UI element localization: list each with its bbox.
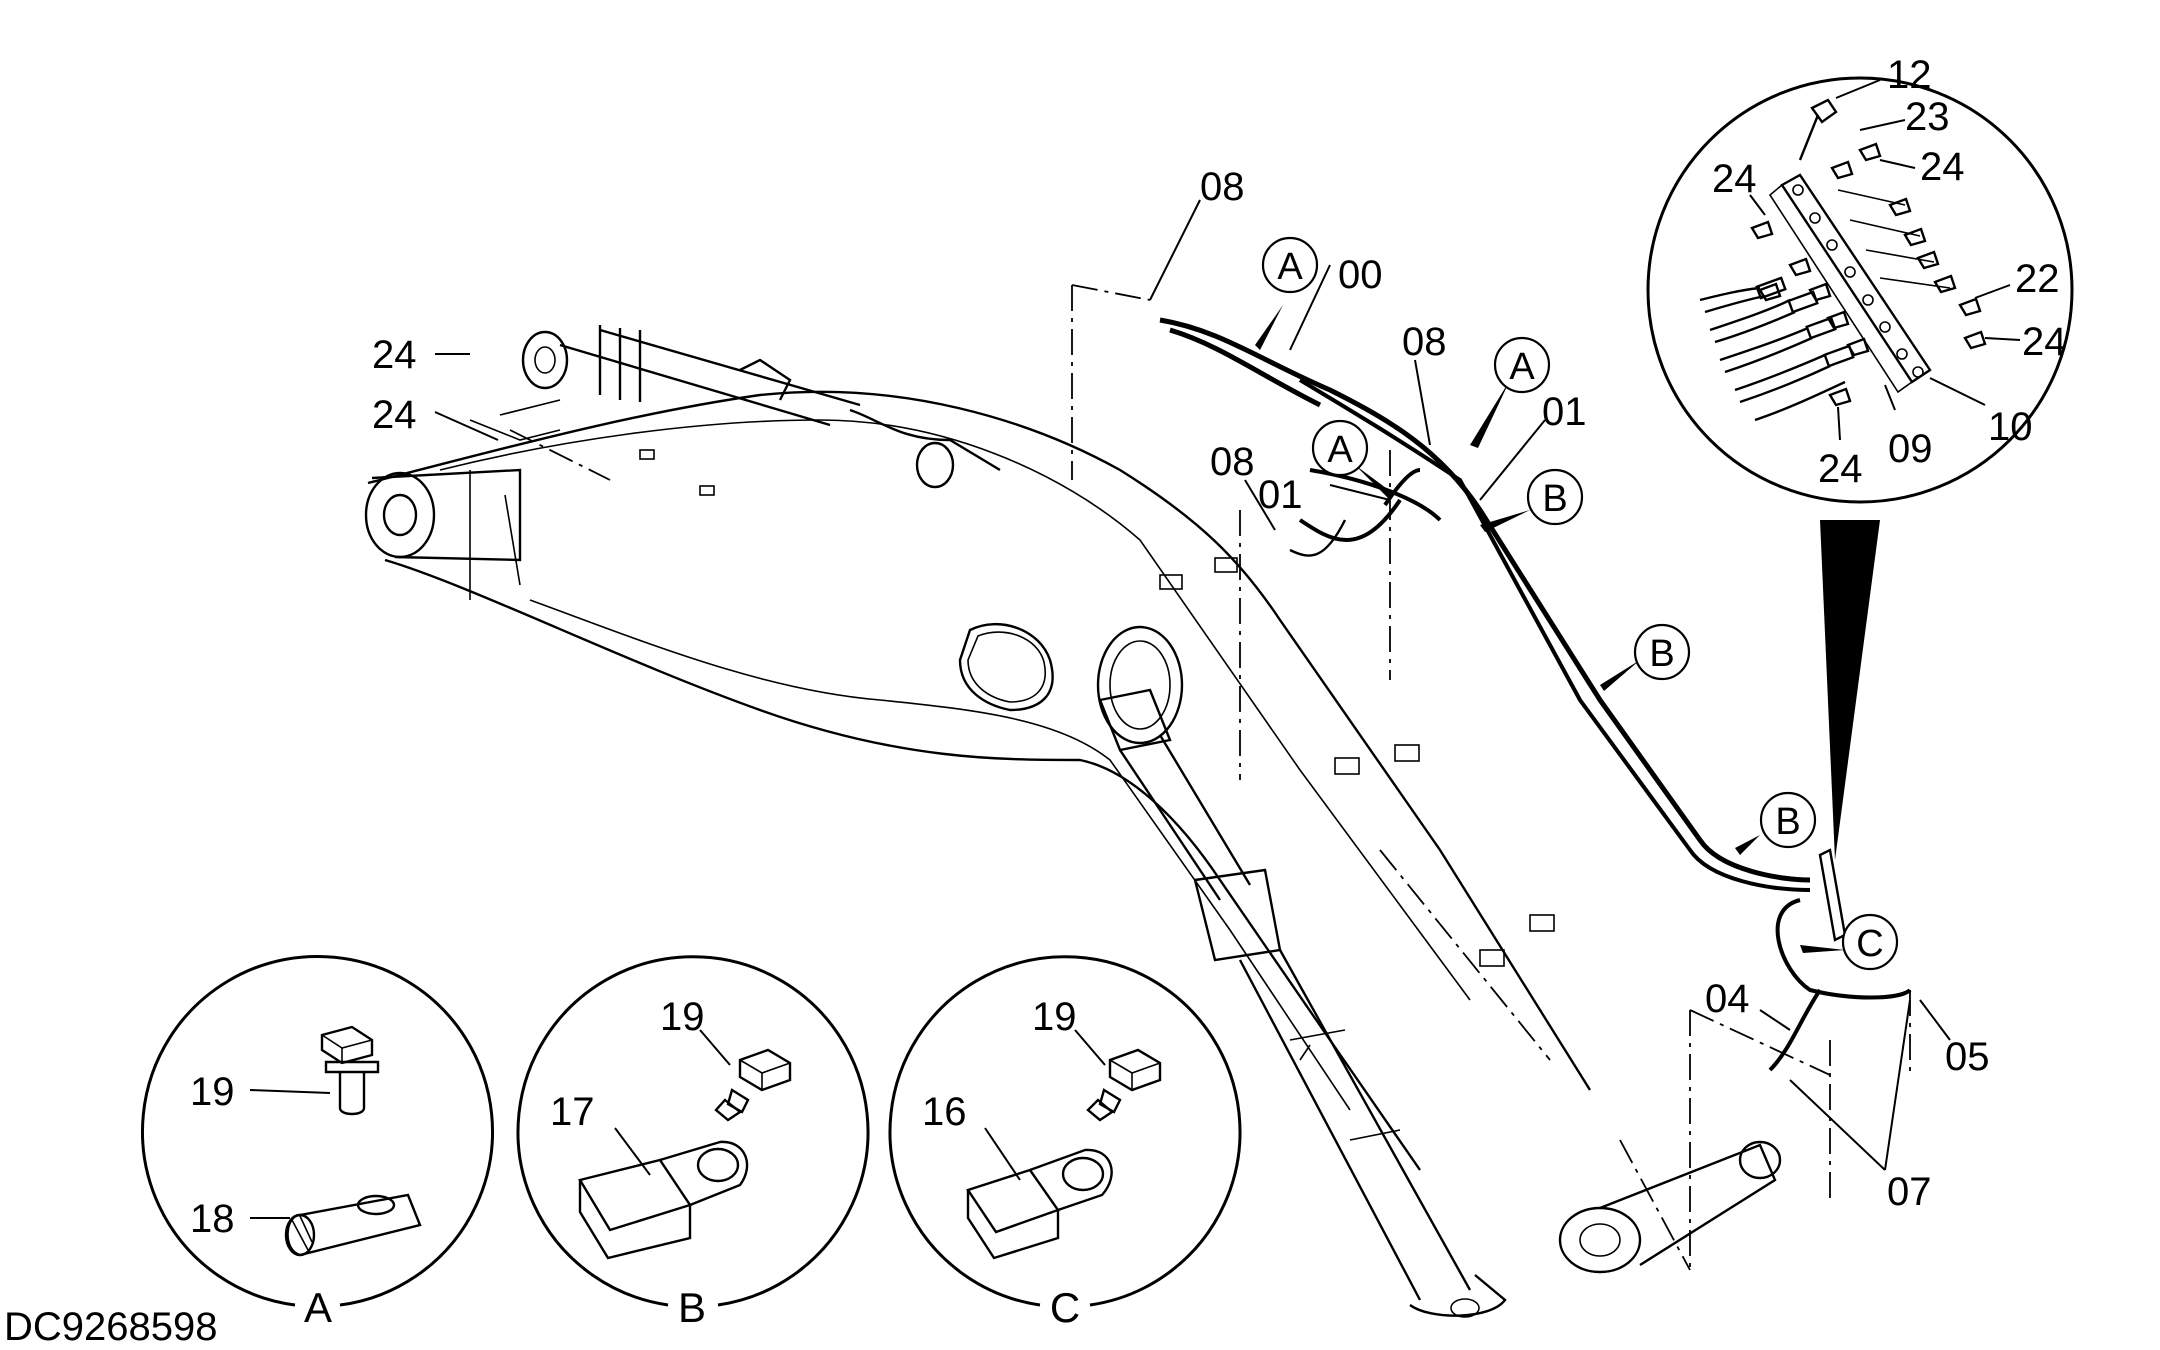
manifold-callout-24-left: 24 — [1712, 157, 1757, 201]
manifold-callout-24-top: 24 — [1920, 145, 1965, 189]
clamp-a-callout-18: 18 — [190, 1197, 235, 1241]
manifold-callout-22: 22 — [2015, 257, 2060, 301]
manifold-callout-23: 23 — [1905, 95, 1950, 139]
view-marker-b-low: B — [1775, 801, 1800, 843]
manifold-detail: 12 23 24 24 22 24 10 09 24 — [1646, 53, 2074, 504]
clamp-c-callout-19: 19 — [1032, 995, 1077, 1039]
clamp-b-callout-17: 17 — [550, 1090, 595, 1134]
clamp-a-title: A — [304, 1284, 332, 1331]
manifold-callout-09: 09 — [1888, 427, 1933, 471]
view-marker-a-right: A — [1509, 346, 1535, 388]
view-markers: A A A B B B C — [1261, 236, 1899, 971]
drawing-code: DC9268598 — [4, 1305, 218, 1345]
callout-05: 05 — [1945, 1035, 1990, 1079]
clamp-detail-b: 19 17 B — [516, 955, 870, 1331]
view-marker-b-top: B — [1542, 478, 1567, 520]
callout-01-left: 01 — [1258, 473, 1303, 517]
callout-07: 07 — [1887, 1170, 1932, 1214]
manifold-callout-24-bottom: 24 — [1818, 447, 1863, 491]
view-marker-a-left: A — [1327, 429, 1353, 471]
view-marker-a-top: A — [1277, 246, 1303, 288]
callout-leaders — [434, 199, 1951, 1171]
callout-00: 00 — [1338, 253, 1383, 297]
clamp-b-title: B — [678, 1284, 706, 1331]
clamp-a-callout-19: 19 — [190, 1070, 235, 1114]
manifold-callout-10: 10 — [1988, 405, 2033, 449]
manifold-callout-12: 12 — [1887, 53, 1932, 97]
callout-08-mid: 08 — [1402, 320, 1447, 364]
clamp-detail-c: 19 16 C — [888, 955, 1242, 1331]
clamp-c-callout-16: 16 — [922, 1090, 967, 1134]
hose-routing — [1159, 317, 1912, 1072]
callout-08-left: 08 — [1210, 440, 1255, 484]
callout-24-upper: 24 — [372, 333, 417, 377]
callout-24-lower: 24 — [372, 393, 417, 437]
view-marker-b-mid: B — [1649, 633, 1674, 675]
clamp-b-callout-19: 19 — [660, 995, 705, 1039]
callout-08-top: 08 — [1200, 165, 1245, 209]
callout-01-right: 01 — [1542, 390, 1587, 434]
clamp-c-title: C — [1050, 1284, 1080, 1331]
callout-04: 04 — [1705, 977, 1750, 1021]
part-callouts: 08 00 08 01 08 01 24 24 04 05 07 — [372, 165, 1990, 1214]
view-marker-c: C — [1856, 923, 1883, 965]
clamp-detail-a: 19 18 A — [141, 954, 494, 1331]
boom-arm-drawing — [364, 325, 1782, 1318]
manifold-callout-24-right: 24 — [2022, 320, 2067, 364]
